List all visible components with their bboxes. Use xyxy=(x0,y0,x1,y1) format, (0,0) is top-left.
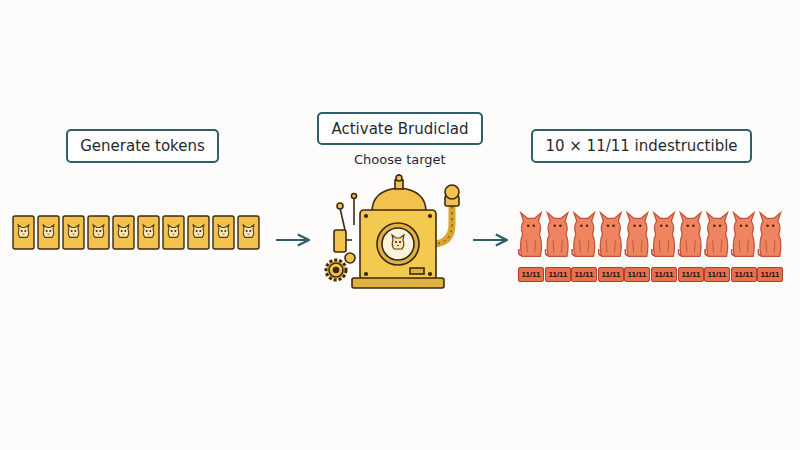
token-icon xyxy=(68,225,79,238)
stat-tag: 11/11 xyxy=(571,267,597,282)
token-card xyxy=(63,216,84,249)
token-card xyxy=(238,216,259,249)
step-title: 10 × 11/11 indestructible xyxy=(545,137,737,155)
stat-value: 11/11 xyxy=(707,270,726,279)
stat-value: 11/11 xyxy=(760,270,779,279)
creature-token xyxy=(732,213,755,257)
stat-tag: 11/11 xyxy=(757,267,783,282)
creature-token xyxy=(519,213,542,257)
token-card xyxy=(213,216,234,249)
token-card xyxy=(13,216,34,249)
token-card xyxy=(163,216,184,249)
stat-value: 11/11 xyxy=(521,270,540,279)
flow-arrow xyxy=(473,239,507,241)
stat-tag: 11/11 xyxy=(518,267,544,282)
stat-value: 11/11 xyxy=(734,270,753,279)
stat-tag: 11/11 xyxy=(651,267,677,282)
step-box: Generate tokens xyxy=(66,129,219,163)
stat-tag: 11/11 xyxy=(624,267,650,282)
creature-token xyxy=(705,213,728,257)
stat-tag: 11/11 xyxy=(704,267,730,282)
stat-tag: 11/11 xyxy=(598,267,624,282)
token-icon xyxy=(18,225,29,238)
token-icon xyxy=(243,225,254,238)
token-icon xyxy=(168,225,179,238)
creature-row xyxy=(519,213,781,257)
creature-token xyxy=(545,213,568,257)
stat-tag: 11/11 xyxy=(678,267,704,282)
stat-value: 11/11 xyxy=(654,270,673,279)
step-box: Activate Brudiclad xyxy=(317,112,483,145)
creature-token xyxy=(758,213,781,257)
creature-token xyxy=(572,213,595,257)
token-card xyxy=(88,216,109,249)
step-box: 10 × 11/11 indestructible xyxy=(531,129,752,163)
machine xyxy=(326,175,459,288)
token-icon xyxy=(93,225,104,238)
step-title: Generate tokens xyxy=(80,137,205,155)
stat-value: 11/11 xyxy=(601,270,620,279)
token-card xyxy=(38,216,59,249)
stat-tag: 11/11 xyxy=(731,267,757,282)
token-card xyxy=(138,216,159,249)
note-label: Choose target xyxy=(354,152,446,167)
creature-token xyxy=(599,213,622,257)
creature-token xyxy=(625,213,648,257)
token-icon xyxy=(143,225,154,238)
creature-token xyxy=(678,213,701,257)
stat-tag: 11/11 xyxy=(545,267,571,282)
creature-token xyxy=(652,213,675,257)
token-icon xyxy=(218,225,229,238)
token-row xyxy=(13,216,259,249)
stat-value: 11/11 xyxy=(574,270,593,279)
flow-arrow xyxy=(276,239,309,241)
stat-value: 11/11 xyxy=(627,270,646,279)
token-icon xyxy=(193,225,204,238)
token-card xyxy=(113,216,134,249)
stat-value: 11/11 xyxy=(548,270,567,279)
token-icon xyxy=(118,225,129,238)
stat-value: 11/11 xyxy=(681,270,700,279)
token-icon xyxy=(43,225,54,238)
token-card xyxy=(188,216,209,249)
step-title: Activate Brudiclad xyxy=(331,120,468,138)
